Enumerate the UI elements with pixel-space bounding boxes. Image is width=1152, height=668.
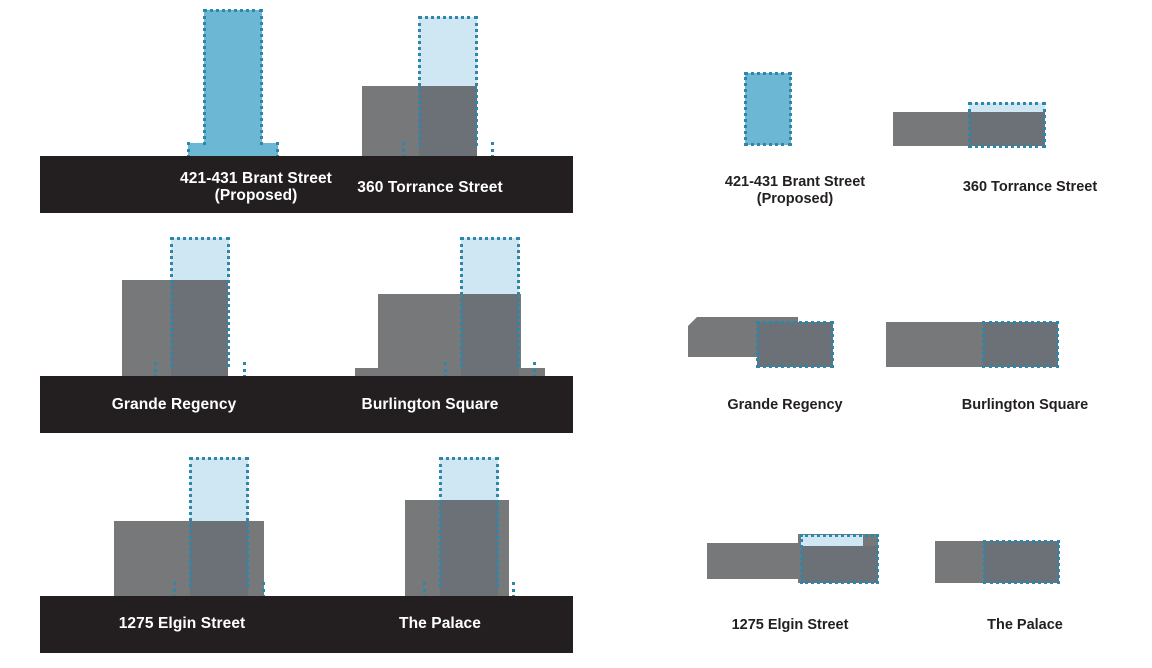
proposed-footprint — [745, 73, 791, 145]
elevation-label-360-torrance: 360 Torrance Street — [357, 179, 503, 196]
proposed-footprint-overlap — [984, 541, 1059, 583]
proposed-overlay-above — [171, 238, 229, 280]
label-band-row-2 — [40, 376, 573, 433]
label-band-row-3 — [40, 596, 573, 653]
plan-label-brant-street: 421-431 Brant Street (Proposed) — [724, 174, 866, 207]
proposed-footprint-overlap — [983, 322, 1058, 367]
label-band-row-1 — [40, 156, 573, 213]
proposed-overlap — [440, 500, 498, 603]
elevation-label-1275-elgin: 1275 Elgin Street — [118, 615, 246, 632]
proposed-footprint-overlap — [801, 546, 878, 583]
plan-label-1275-elgin: 1275 Elgin Street — [731, 617, 849, 633]
proposed-overlap — [461, 294, 519, 383]
proposed-tower — [204, 10, 262, 150]
proposed-overlap — [419, 86, 477, 163]
elevation-label-burlington-square: Burlington Square — [361, 396, 499, 413]
proposed-footprint-above — [969, 103, 1045, 112]
elevation-label-grande-regency: Grande Regency — [111, 396, 237, 413]
proposed-overlay-above — [419, 17, 477, 86]
proposed-footprint-above — [801, 535, 863, 546]
proposed-footprint-overlap — [757, 322, 833, 367]
plan-label-the-palace: The Palace — [987, 617, 1063, 633]
proposed-overlay-above — [461, 238, 519, 294]
existing-footprint-wing — [707, 543, 804, 579]
proposed-overlay-above — [440, 458, 498, 500]
proposed-overlap — [171, 280, 228, 383]
proposed-overlay-above — [190, 458, 248, 521]
elevation-label-the-palace: The Palace — [399, 615, 481, 632]
plan-label-360-torrance: 360 Torrance Street — [962, 179, 1098, 195]
elevation-label-brant-street: 421-431 Brant Street (Proposed) — [180, 170, 332, 204]
plan-label-grande-regency: Grande Regency — [727, 397, 843, 413]
proposed-overlap — [190, 521, 248, 603]
plan-label-burlington-square: Burlington Square — [961, 397, 1089, 413]
proposed-footprint-overlap — [969, 112, 1045, 146]
